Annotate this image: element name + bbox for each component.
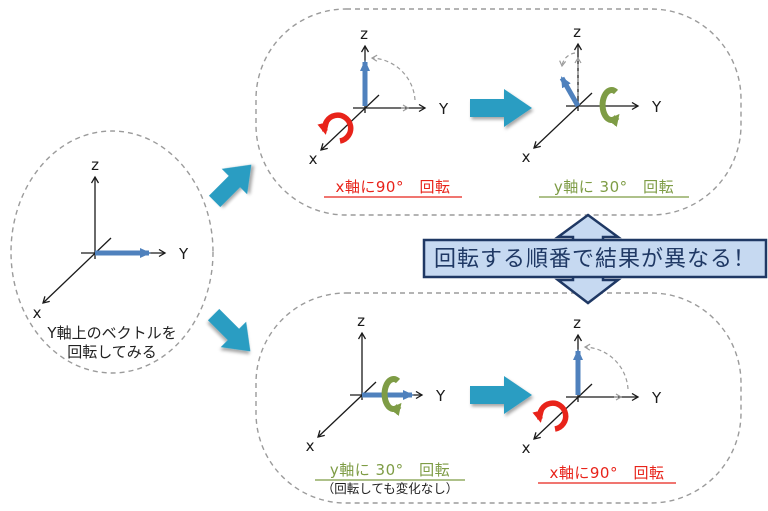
axis-label-x: x: [522, 148, 531, 166]
axis-label-z: z: [357, 312, 365, 330]
flow-arrow-bottom-step: [470, 376, 532, 414]
axis-label-y: Y: [438, 100, 449, 118]
intro-caption-line1: Y軸上のベクトルを: [46, 324, 176, 342]
axis-label-x: x: [309, 150, 318, 168]
axis-label-y: Y: [178, 245, 189, 263]
bottom-sequence-outline: [255, 292, 742, 504]
flow-arrow-top-step: [470, 89, 532, 127]
axis-label-y: Y: [651, 98, 662, 116]
top-step1-diagram: x Y z x軸に90° 回転: [309, 25, 462, 198]
banner-text: 回転する順番で結果が異なる！: [434, 247, 756, 272]
axis-label-x: x: [33, 304, 42, 322]
axis-label-z: z: [360, 25, 368, 43]
axis-label-y: Y: [651, 389, 662, 407]
bottom-step2-label: x軸に90° 回転: [550, 464, 665, 482]
banner-group: 回転する順番で結果が異なる！: [422, 213, 768, 305]
rotate-about-y-icon: [381, 376, 402, 416]
ghost-rotation-arc: [585, 347, 629, 390]
axis-label-z: z: [573, 23, 581, 41]
axis-label-x: x: [306, 437, 315, 455]
vector-arrow: [559, 76, 581, 108]
top-sequence-outline: [255, 8, 742, 216]
x-axis: [43, 237, 112, 303]
flow-arrow-to-top: [208, 164, 252, 208]
axis-label-x: x: [522, 439, 531, 457]
flow-arrow-to-bottom: [207, 308, 251, 352]
top-step2-label: y軸に 30° 回転: [554, 178, 674, 196]
bottom-step1-label: y軸に 30° 回転: [330, 461, 450, 479]
intro-bubble-outline: [10, 130, 214, 374]
axis-label-y: Y: [435, 387, 446, 405]
rotate-about-x-icon: [532, 400, 569, 432]
origin-axes-diagram: x Y z: [33, 156, 189, 322]
rotate-about-x-icon: [317, 112, 354, 144]
intro-caption-line2: 回転してみる: [67, 343, 157, 361]
ghost-rotation-arc: [372, 58, 416, 101]
bottom-step1-diagram: x Y z y軸に 30° 回転 （回転しても変化なし）: [306, 312, 465, 496]
banner-box: [422, 238, 768, 279]
x-axis: [534, 92, 593, 148]
top-step1-label: x軸に90° 回転: [336, 178, 451, 196]
top-step2-diagram: x Y z y軸に 30° 回転: [522, 23, 689, 198]
axis-label-z: z: [573, 314, 581, 332]
x-axis: [318, 381, 377, 437]
axis-label-z: z: [91, 156, 99, 174]
ghost-rotation-arc: [562, 52, 576, 66]
bottom-step1-note: （回転しても変化なし）: [322, 481, 459, 496]
bottom-step2-diagram: x Y z x軸に90° 回転: [522, 314, 676, 484]
rotate-about-y-icon: [599, 87, 620, 127]
